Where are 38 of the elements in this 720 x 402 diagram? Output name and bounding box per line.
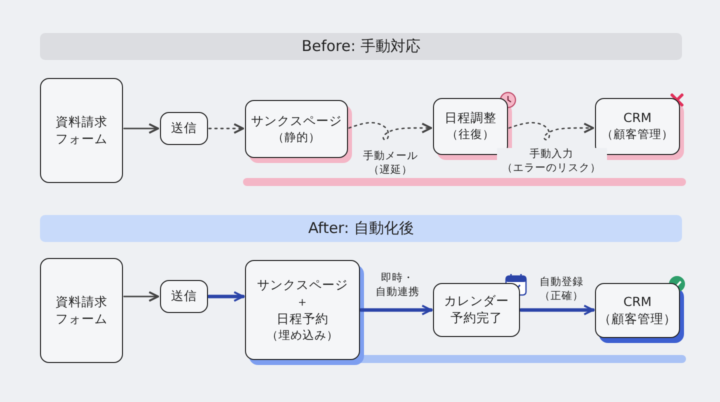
node-text: （静的） xyxy=(272,130,320,146)
section-header: Before: 手動対応 xyxy=(40,33,682,60)
process-box xyxy=(245,100,348,158)
section-header: After: 自動化後 xyxy=(40,215,682,242)
arrow xyxy=(359,304,433,316)
node-text: 資料請求フォーム xyxy=(55,294,108,328)
node-text: CRM xyxy=(623,294,652,310)
process-box xyxy=(40,258,123,363)
node-text: 日程調整 xyxy=(444,110,496,128)
node-text: 日程予約 xyxy=(276,310,328,328)
node-text: 資料請求フォーム xyxy=(55,114,108,148)
process-box xyxy=(595,283,680,338)
node-text: （顧客管理） xyxy=(602,127,674,143)
edge-label: 手動入力（エラーのリスク） xyxy=(496,148,606,176)
process-box xyxy=(433,283,520,337)
arrow xyxy=(207,291,245,302)
process-box xyxy=(160,112,208,145)
node-text: カレンダー予約完了 xyxy=(444,293,509,327)
node-text: （埋め込み） xyxy=(266,328,338,344)
process-box xyxy=(160,280,208,313)
node-text: （往復） xyxy=(446,127,494,143)
node-text: サンクスページ xyxy=(257,276,348,294)
node-text: 送信 xyxy=(171,288,197,305)
node-text: ＋ xyxy=(296,294,309,311)
arrow xyxy=(123,291,159,302)
process-box xyxy=(595,98,680,155)
process-box xyxy=(433,98,508,155)
process-box xyxy=(245,260,360,360)
node-text: CRM xyxy=(623,110,652,128)
node-text: サンクスページ xyxy=(251,112,342,130)
arrow xyxy=(508,122,594,140)
process-box xyxy=(40,78,123,183)
arrow xyxy=(208,123,244,134)
node-text: （顧客管理） xyxy=(598,310,676,328)
arrow xyxy=(519,304,595,316)
arrow xyxy=(348,122,432,140)
arrow xyxy=(123,123,159,134)
node-text: 送信 xyxy=(171,120,197,137)
